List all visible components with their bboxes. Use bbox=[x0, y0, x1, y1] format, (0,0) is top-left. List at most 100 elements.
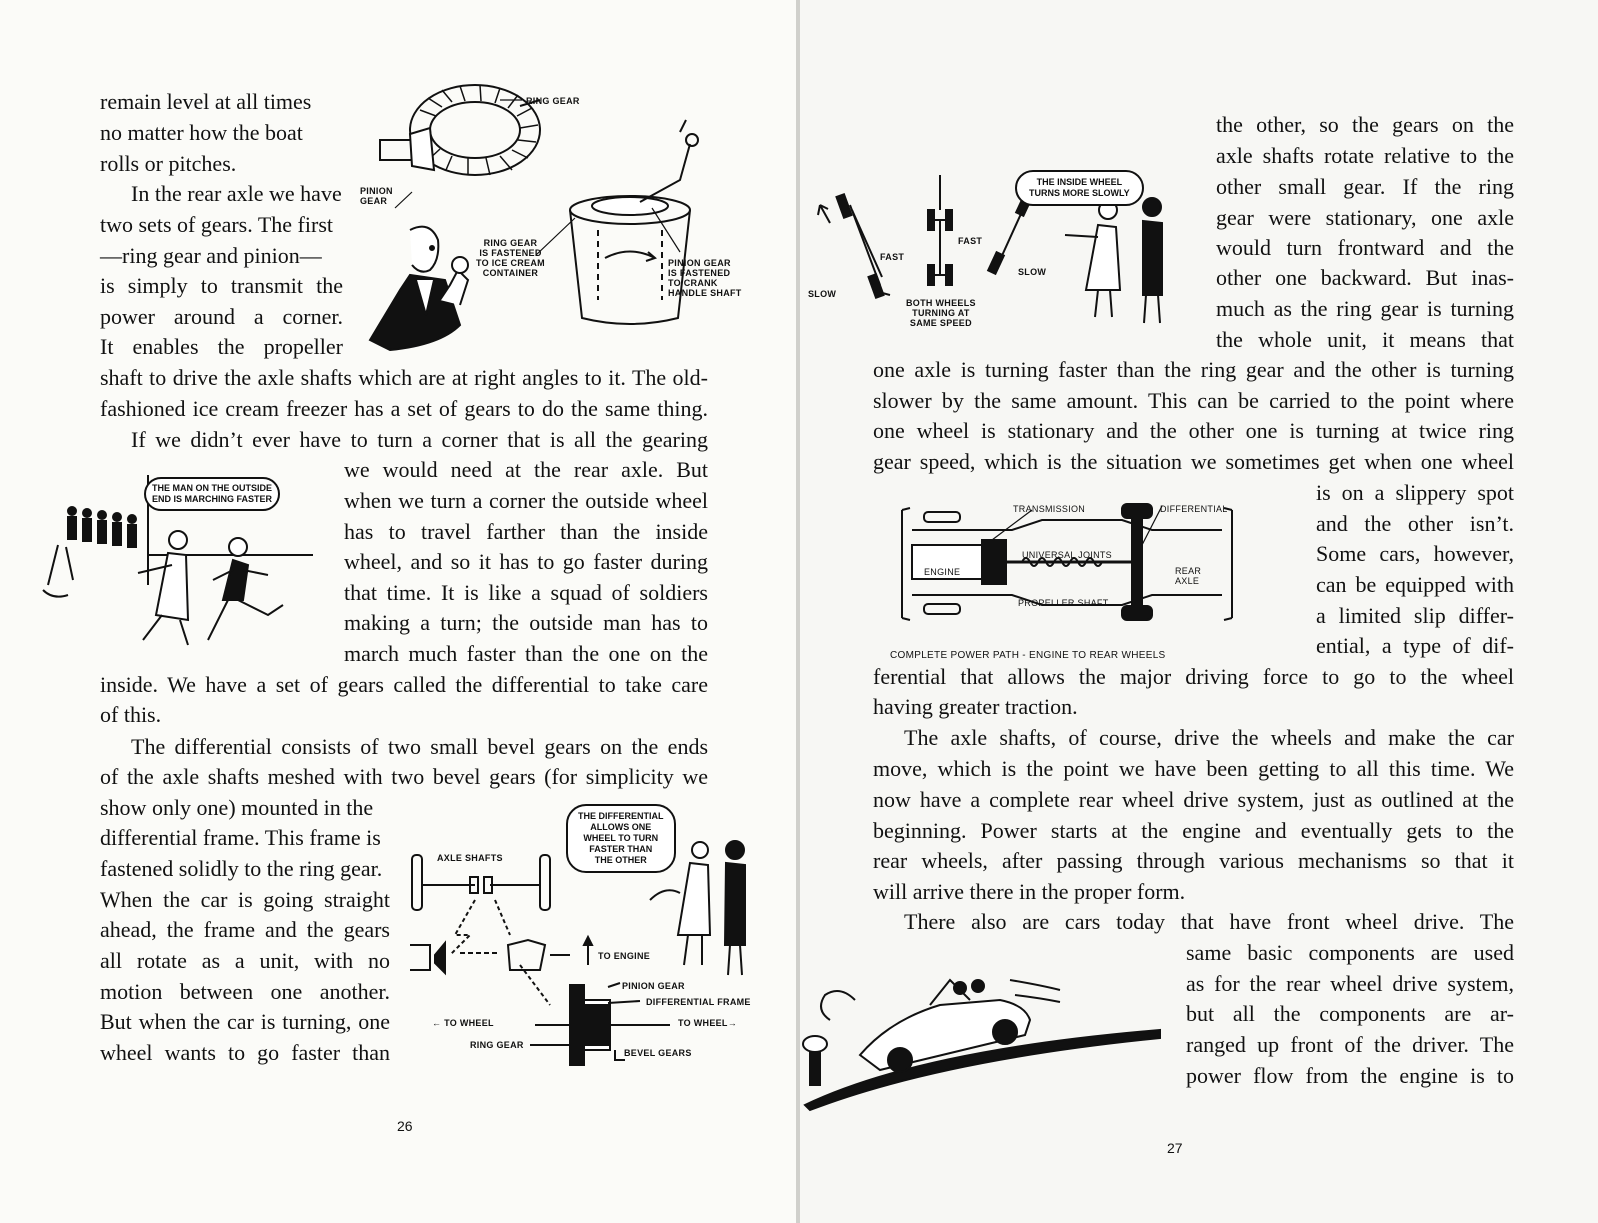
text-line: ranged up front of the driver. The bbox=[1186, 1032, 1514, 1057]
text-line: one axle is turning faster than the ring… bbox=[873, 357, 1514, 382]
label-slow-left: SLOW bbox=[808, 289, 837, 299]
text-line: other one backward. But inas- bbox=[1216, 265, 1514, 290]
label-to-wheel-right: TO WHEEL→ bbox=[678, 1018, 738, 1028]
chassis-illustration bbox=[901, 503, 1233, 621]
label-ring-gear-diff: RING GEAR bbox=[470, 1040, 524, 1050]
label-bevel-gears: BEVEL GEARS bbox=[624, 1048, 692, 1058]
text-line: that time. It is like a squad of soldier… bbox=[344, 580, 708, 605]
right-page: the other, so the gears on the axle shaf… bbox=[800, 0, 1598, 1223]
text-line: power flow from the engine is to bbox=[1186, 1063, 1514, 1088]
text-line: of this. bbox=[100, 702, 162, 727]
car-illustration bbox=[802, 978, 1161, 1112]
text-line: fashioned ice cream freezer has a set of… bbox=[100, 396, 708, 421]
label-transmission: TRANSMISSION bbox=[1013, 504, 1086, 514]
label-to-wheel-left: ← TO WHEEL bbox=[432, 1018, 494, 1028]
label-both-wheels: BOTH WHEELS TURNING AT SAME SPEED bbox=[906, 298, 976, 328]
text-line: remain level at all times bbox=[100, 89, 312, 114]
speech-bubble-differential: THE DIFFERENTIAL ALLOWS ONE WHEEL TO TUR… bbox=[566, 804, 676, 873]
text-line: But when the car is turning, one bbox=[100, 1009, 390, 1034]
left-page: remain level at all times no matter how … bbox=[0, 0, 796, 1223]
text-line: has to travel farther than the inside bbox=[344, 519, 708, 544]
text-line: other small gear. If the ring bbox=[1216, 174, 1514, 199]
label-slow-right: SLOW bbox=[1018, 267, 1047, 277]
text-line: fastened solidly to the ring gear. bbox=[100, 856, 383, 881]
text-line: the whole unit, it means that bbox=[1216, 327, 1514, 352]
label-ring-gear-fastened: RING GEAR IS FASTENED TO ICE CREAM CONTA… bbox=[476, 238, 545, 278]
text-line: is on a slippery spot bbox=[1316, 480, 1514, 505]
text-line: two sets of gears. The first bbox=[100, 212, 333, 237]
text-line: —ring gear and pinion— bbox=[100, 243, 322, 268]
page-gutter bbox=[796, 0, 800, 1223]
text-line: inside. We have a set of gears called th… bbox=[100, 672, 708, 697]
label-pinion-gear: PINION GEAR bbox=[360, 186, 393, 206]
text-line: gear speed, which is the situation we so… bbox=[873, 449, 1514, 474]
text-line: we would need at the rear axle. But bbox=[344, 457, 708, 482]
wheels-illustration bbox=[817, 175, 1163, 324]
speech-bubble-wheels: THE INSIDE WHEEL TURNS MORE SLOWLY bbox=[1015, 170, 1144, 206]
text-line: There also are cars today that have fron… bbox=[904, 909, 1514, 934]
text-line: gear were stationary, one axle bbox=[1216, 205, 1514, 230]
text-line: power around a corner. bbox=[100, 304, 343, 329]
label-ring-gear: RING GEAR bbox=[526, 96, 580, 106]
text-line: wheel, and so it has to go faster during bbox=[344, 549, 708, 574]
label-engine: ENGINE bbox=[924, 567, 961, 577]
text-line: ferential that allows the major driving … bbox=[873, 664, 1514, 689]
text-line: differential frame. This frame is bbox=[100, 825, 381, 850]
text-line: now have a complete rear wheel drive sys… bbox=[873, 787, 1514, 812]
label-pinion-fastened: PINION GEAR IS FASTENED TO CRANK HANDLE … bbox=[668, 258, 742, 298]
text-line: much as the ring gear is turning bbox=[1216, 296, 1514, 321]
text-line: and the other isn’t. bbox=[1316, 511, 1514, 536]
label-fast-left: FAST bbox=[880, 252, 905, 262]
text-line: can be equipped with bbox=[1316, 572, 1514, 597]
text-line: the other, so the gears on the bbox=[1216, 112, 1514, 137]
soldiers-illustration bbox=[42, 475, 313, 646]
label-universal-joints: UNIVERSAL JOINTS bbox=[1022, 550, 1112, 560]
text-line: Some cars, however, bbox=[1316, 541, 1514, 566]
text-line: march much faster than the one on the bbox=[344, 641, 708, 666]
text-line: same basic components are used bbox=[1186, 940, 1514, 965]
text-line: It enables the propeller bbox=[100, 334, 343, 359]
figure-caption: COMPLETE POWER PATH - ENGINE TO REAR WHE… bbox=[890, 650, 1166, 661]
text-line: one wheel is stationary and the other on… bbox=[873, 418, 1514, 443]
text-line: In the rear axle we have bbox=[131, 181, 342, 206]
page-number: 26 bbox=[397, 1118, 413, 1134]
label-differential: DIFFERENTIAL bbox=[1160, 504, 1228, 514]
label-rear-axle: REAR AXLE bbox=[1175, 566, 1202, 586]
text-line: will arrive there in the proper form. bbox=[873, 879, 1186, 904]
page-number: 27 bbox=[1167, 1140, 1183, 1156]
text-line: If we didn’t ever have to turn a corner … bbox=[131, 427, 708, 452]
label-pinion-gear-diff: PINION GEAR bbox=[622, 981, 685, 991]
text-line: wheel wants to go faster than bbox=[100, 1040, 390, 1065]
label-propeller-shaft: PROPELLER SHAFT bbox=[1018, 598, 1109, 608]
text-line: beginning. Power starts at the engine an… bbox=[873, 818, 1514, 843]
text-line: making a turn; the outside man has to bbox=[344, 610, 708, 635]
text-line: axle shafts rotate relative to the bbox=[1216, 143, 1514, 168]
text-line: When the car is going straight bbox=[100, 887, 390, 912]
text-line: rolls or pitches. bbox=[100, 151, 237, 176]
text-line: would turn frontward and the bbox=[1216, 235, 1514, 260]
speech-bubble-soldiers: THE MAN ON THE OUTSIDE END IS MARCHING F… bbox=[144, 477, 281, 511]
label-differential-frame: DIFFERENTIAL FRAME bbox=[646, 997, 751, 1007]
text-line: no matter how the boat bbox=[100, 120, 303, 145]
differential-illustration bbox=[410, 840, 746, 1066]
text-line: rear wheels, after passing through vario… bbox=[873, 848, 1514, 873]
text-line: as for the rear wheel drive system, bbox=[1186, 971, 1514, 996]
text-line: motion between one another. bbox=[100, 979, 390, 1004]
label-axle-shafts: AXLE SHAFTS bbox=[437, 853, 503, 863]
text-line: is simply to transmit the bbox=[100, 273, 343, 298]
text-line: ential, a type of dif- bbox=[1316, 633, 1514, 658]
text-line: show only one) mounted in the bbox=[100, 795, 374, 820]
text-line: The differential consists of two small b… bbox=[131, 734, 708, 759]
text-line: slower by the same amount. This can be c… bbox=[873, 388, 1514, 413]
text-line: but all the components are ar- bbox=[1186, 1001, 1514, 1026]
text-line: of the axle shafts meshed with two bevel… bbox=[100, 764, 708, 789]
ring-gear-illustration bbox=[368, 84, 699, 352]
text-line: move, which is the point we have been ge… bbox=[873, 756, 1514, 781]
text-line: The axle shafts, of course, drive the wh… bbox=[904, 725, 1514, 750]
text-line: all rotate as a unit, with no bbox=[100, 948, 390, 973]
text-line: shaft to drive the axle shafts which are… bbox=[100, 365, 708, 390]
label-fast-right: FAST bbox=[958, 236, 983, 246]
text-line: having greater traction. bbox=[873, 694, 1078, 719]
text-line: ahead, the frame and the gears bbox=[100, 917, 390, 942]
label-to-engine: TO ENGINE bbox=[598, 951, 651, 961]
